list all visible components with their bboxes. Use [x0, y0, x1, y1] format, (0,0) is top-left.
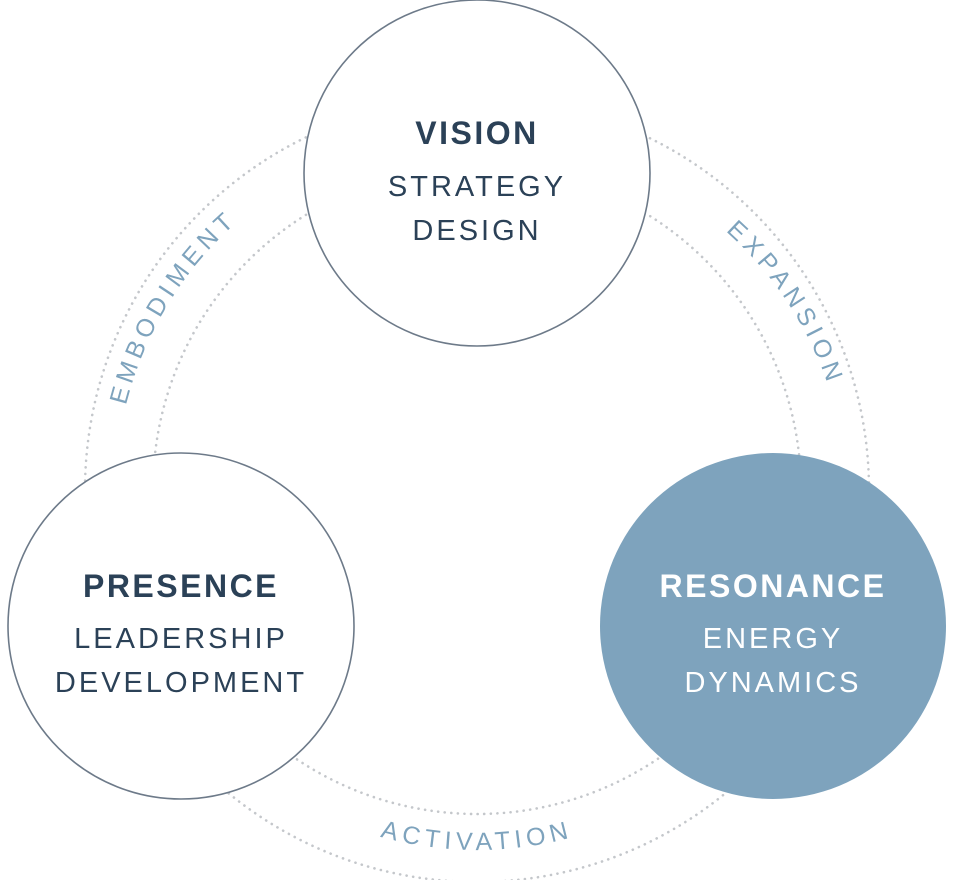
- resonance-title: RESONANCE: [660, 568, 887, 604]
- vision-line-1: STRATEGY: [388, 171, 566, 203]
- activation-label-text: ACTIVATION: [378, 815, 570, 856]
- vision-line-2: DESIGN: [412, 215, 541, 247]
- vision-circle: [303, 0, 651, 347]
- vision-node: VISION STRATEGY DESIGN: [303, 0, 651, 347]
- activation-label: ACTIVATION: [378, 815, 575, 856]
- embodiment-label: EMBODIMENT: [105, 205, 243, 408]
- embodiment-label-text: EMBODIMENT: [105, 205, 238, 408]
- presence-line-1: LEADERSHIP: [74, 623, 288, 655]
- vision-title: VISION: [415, 115, 538, 151]
- presence-title: PRESENCE: [83, 568, 279, 604]
- resonance-node: RESONANCE ENERGY DYNAMICS: [600, 453, 946, 799]
- resonance-line-2: DYNAMICS: [684, 667, 861, 699]
- presence-node: PRESENCE LEADERSHIP DEVELOPMENT: [7, 452, 355, 800]
- presence-line-2: DEVELOPMENT: [55, 667, 307, 699]
- presence-circle: [7, 452, 355, 800]
- resonance-circle: [600, 453, 946, 799]
- resonance-line-1: ENERGY: [703, 623, 843, 655]
